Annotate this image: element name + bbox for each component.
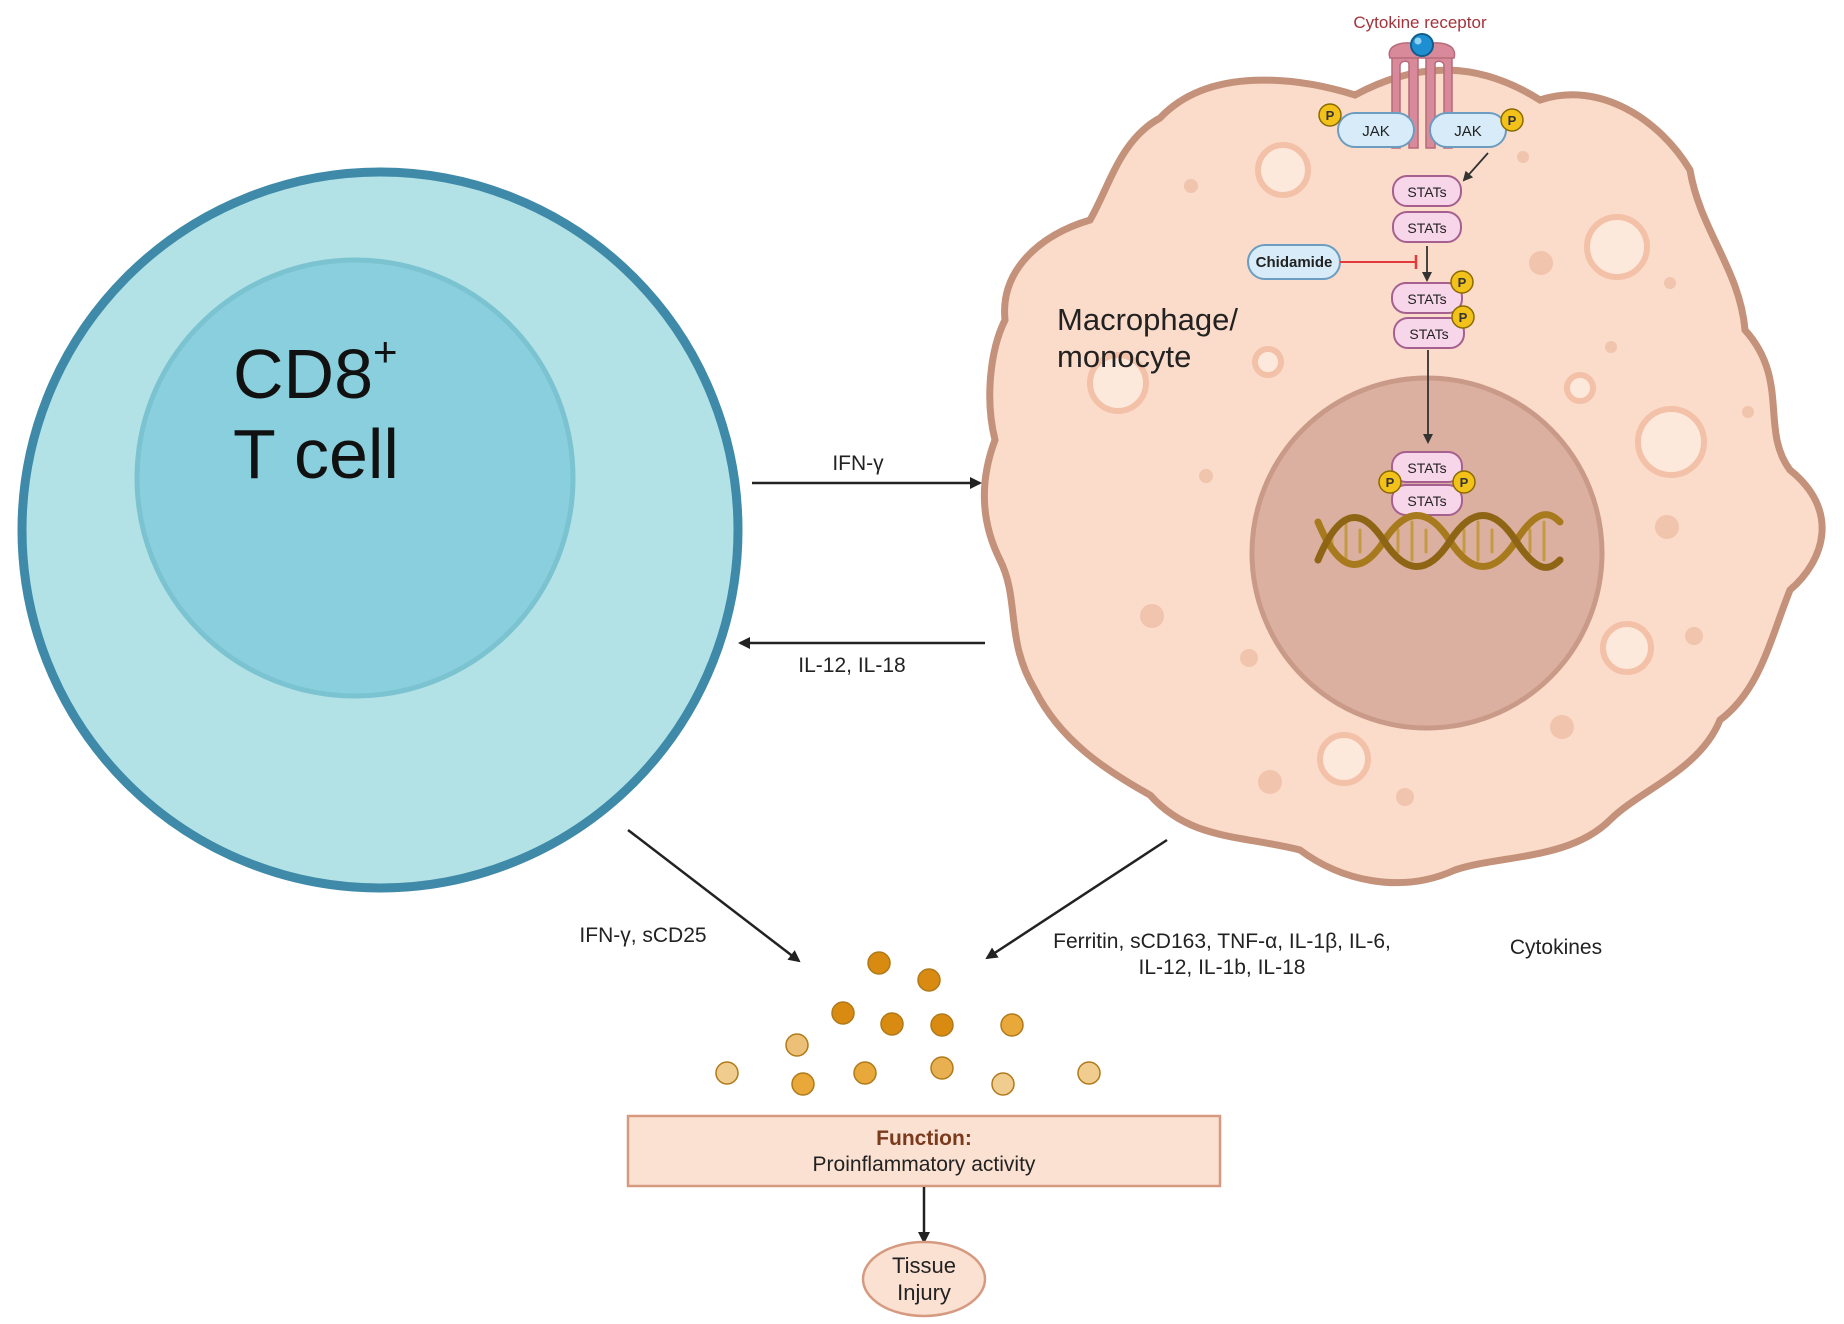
outcome-line1: Tissue bbox=[892, 1253, 956, 1278]
jak-right: JAK bbox=[1429, 112, 1507, 148]
svg-text:P: P bbox=[1458, 275, 1467, 290]
cytokine-ligand bbox=[1410, 33, 1434, 57]
phospho-jak-right: P bbox=[1500, 108, 1524, 132]
svg-text:Chidamide: Chidamide bbox=[1256, 254, 1333, 271]
svg-text:STATs: STATs bbox=[1407, 460, 1446, 476]
label-ifn-gamma: IFN-γ bbox=[832, 452, 884, 475]
stats-nuclear-1: STATs bbox=[1391, 451, 1463, 483]
phospho-stat-1: P bbox=[1450, 270, 1474, 294]
svg-text:STATs: STATs bbox=[1407, 184, 1446, 200]
svg-text:P: P bbox=[1508, 113, 1517, 128]
phospho-nuclear-left: P bbox=[1378, 470, 1402, 494]
arrow-macrophage-to-cytokines bbox=[985, 838, 1168, 960]
svg-text:STATs: STATs bbox=[1409, 326, 1448, 342]
label-il12-il18: IL-12, IL-18 bbox=[798, 654, 905, 677]
phospho-stat-2: P bbox=[1451, 305, 1475, 329]
phospho-jak-left: P bbox=[1318, 103, 1342, 127]
label-macrophage-output-2: IL-12, IL-1b, IL-18 bbox=[1139, 956, 1306, 979]
svg-text:STATs: STATs bbox=[1407, 291, 1446, 307]
tissue-injury: Tissue Injury bbox=[861, 1240, 987, 1318]
receptor-label: Cytokine receptor bbox=[1353, 13, 1487, 32]
svg-text:JAK: JAK bbox=[1454, 123, 1482, 140]
arrow-tcell-to-cytokines bbox=[627, 829, 801, 963]
stats-inactive-2: STATs bbox=[1392, 211, 1462, 243]
chidamide-drug: Chidamide bbox=[1247, 244, 1341, 280]
tcell-nucleus bbox=[134, 257, 576, 699]
outcome-line2: Injury bbox=[897, 1280, 951, 1305]
label-macrophage-output-1: Ferritin, sCD163, TNF-α, IL-1β, IL-6, bbox=[1053, 930, 1391, 953]
label-cytokines: Cytokines bbox=[1510, 936, 1602, 959]
tcell-label-line2: T cell bbox=[233, 415, 399, 493]
function-box: Function: Proinflammatory activity bbox=[626, 1114, 1222, 1188]
svg-text:STATs: STATs bbox=[1407, 493, 1446, 509]
granules bbox=[1140, 151, 1754, 806]
label-tcell-output: IFN-γ, sCD25 bbox=[579, 924, 706, 947]
svg-text:P: P bbox=[1386, 475, 1395, 490]
function-text: Proinflammatory activity bbox=[813, 1153, 1036, 1176]
stats-phospho-1: STATs bbox=[1391, 282, 1463, 314]
macrophage-label-line1: Macrophage/ bbox=[1057, 302, 1238, 337]
vesicles bbox=[1087, 142, 1707, 786]
stats-phospho-2: STATs bbox=[1393, 317, 1465, 349]
stats-nuclear-2: STATs bbox=[1391, 484, 1463, 516]
jak-left: JAK bbox=[1337, 112, 1415, 148]
macrophage-label-line2: monocyte bbox=[1057, 339, 1191, 374]
dna-helix bbox=[1314, 511, 1564, 571]
svg-text:P: P bbox=[1459, 310, 1468, 325]
phospho-nuclear-right: P bbox=[1452, 470, 1476, 494]
svg-text:P: P bbox=[1326, 108, 1335, 123]
jak-to-stat-arrow bbox=[1462, 152, 1489, 182]
function-title: Function: bbox=[876, 1127, 972, 1150]
tcell-label-line1: CD8+ bbox=[233, 328, 398, 413]
cytokine-particles bbox=[715, 951, 1101, 1096]
tcell: CD8+ T cell bbox=[17, 167, 743, 893]
svg-text:JAK: JAK bbox=[1362, 123, 1390, 140]
stats-inactive-1: STATs bbox=[1392, 175, 1462, 207]
svg-text:STATs: STATs bbox=[1407, 220, 1446, 236]
svg-text:P: P bbox=[1460, 475, 1469, 490]
tcell-label-sup: + bbox=[373, 328, 398, 375]
